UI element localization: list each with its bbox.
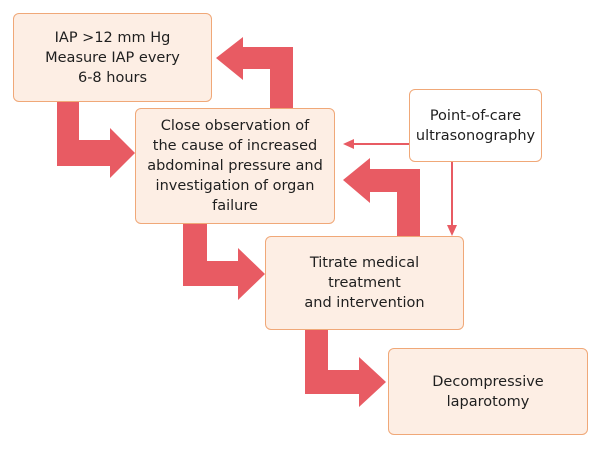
arrow-iap-to-observation [57, 102, 135, 178]
decompressive-laparotomy-box: Decompressive laparotomy [388, 348, 588, 435]
arrow-observation-to-titrate [183, 224, 265, 300]
arrow-pocus-to-observation-head [343, 139, 354, 149]
close-observation-box: Close observation of the cause of increa… [135, 108, 335, 224]
titrate-treatment-box: Titrate medical treatment and interventi… [265, 236, 464, 330]
arrow-titrate-to-observation [343, 158, 420, 236]
arrow-observation-to-iap [216, 37, 293, 108]
arrow-titrate-to-decompressive [305, 330, 386, 407]
iap-monitoring-box: IAP >12 mm Hg Measure IAP every 6-8 hour… [13, 13, 212, 102]
point-of-care-ultrasonography-box: Point-of-care ultrasonography [409, 89, 542, 162]
arrow-pocus-to-titrate-head [447, 225, 457, 236]
